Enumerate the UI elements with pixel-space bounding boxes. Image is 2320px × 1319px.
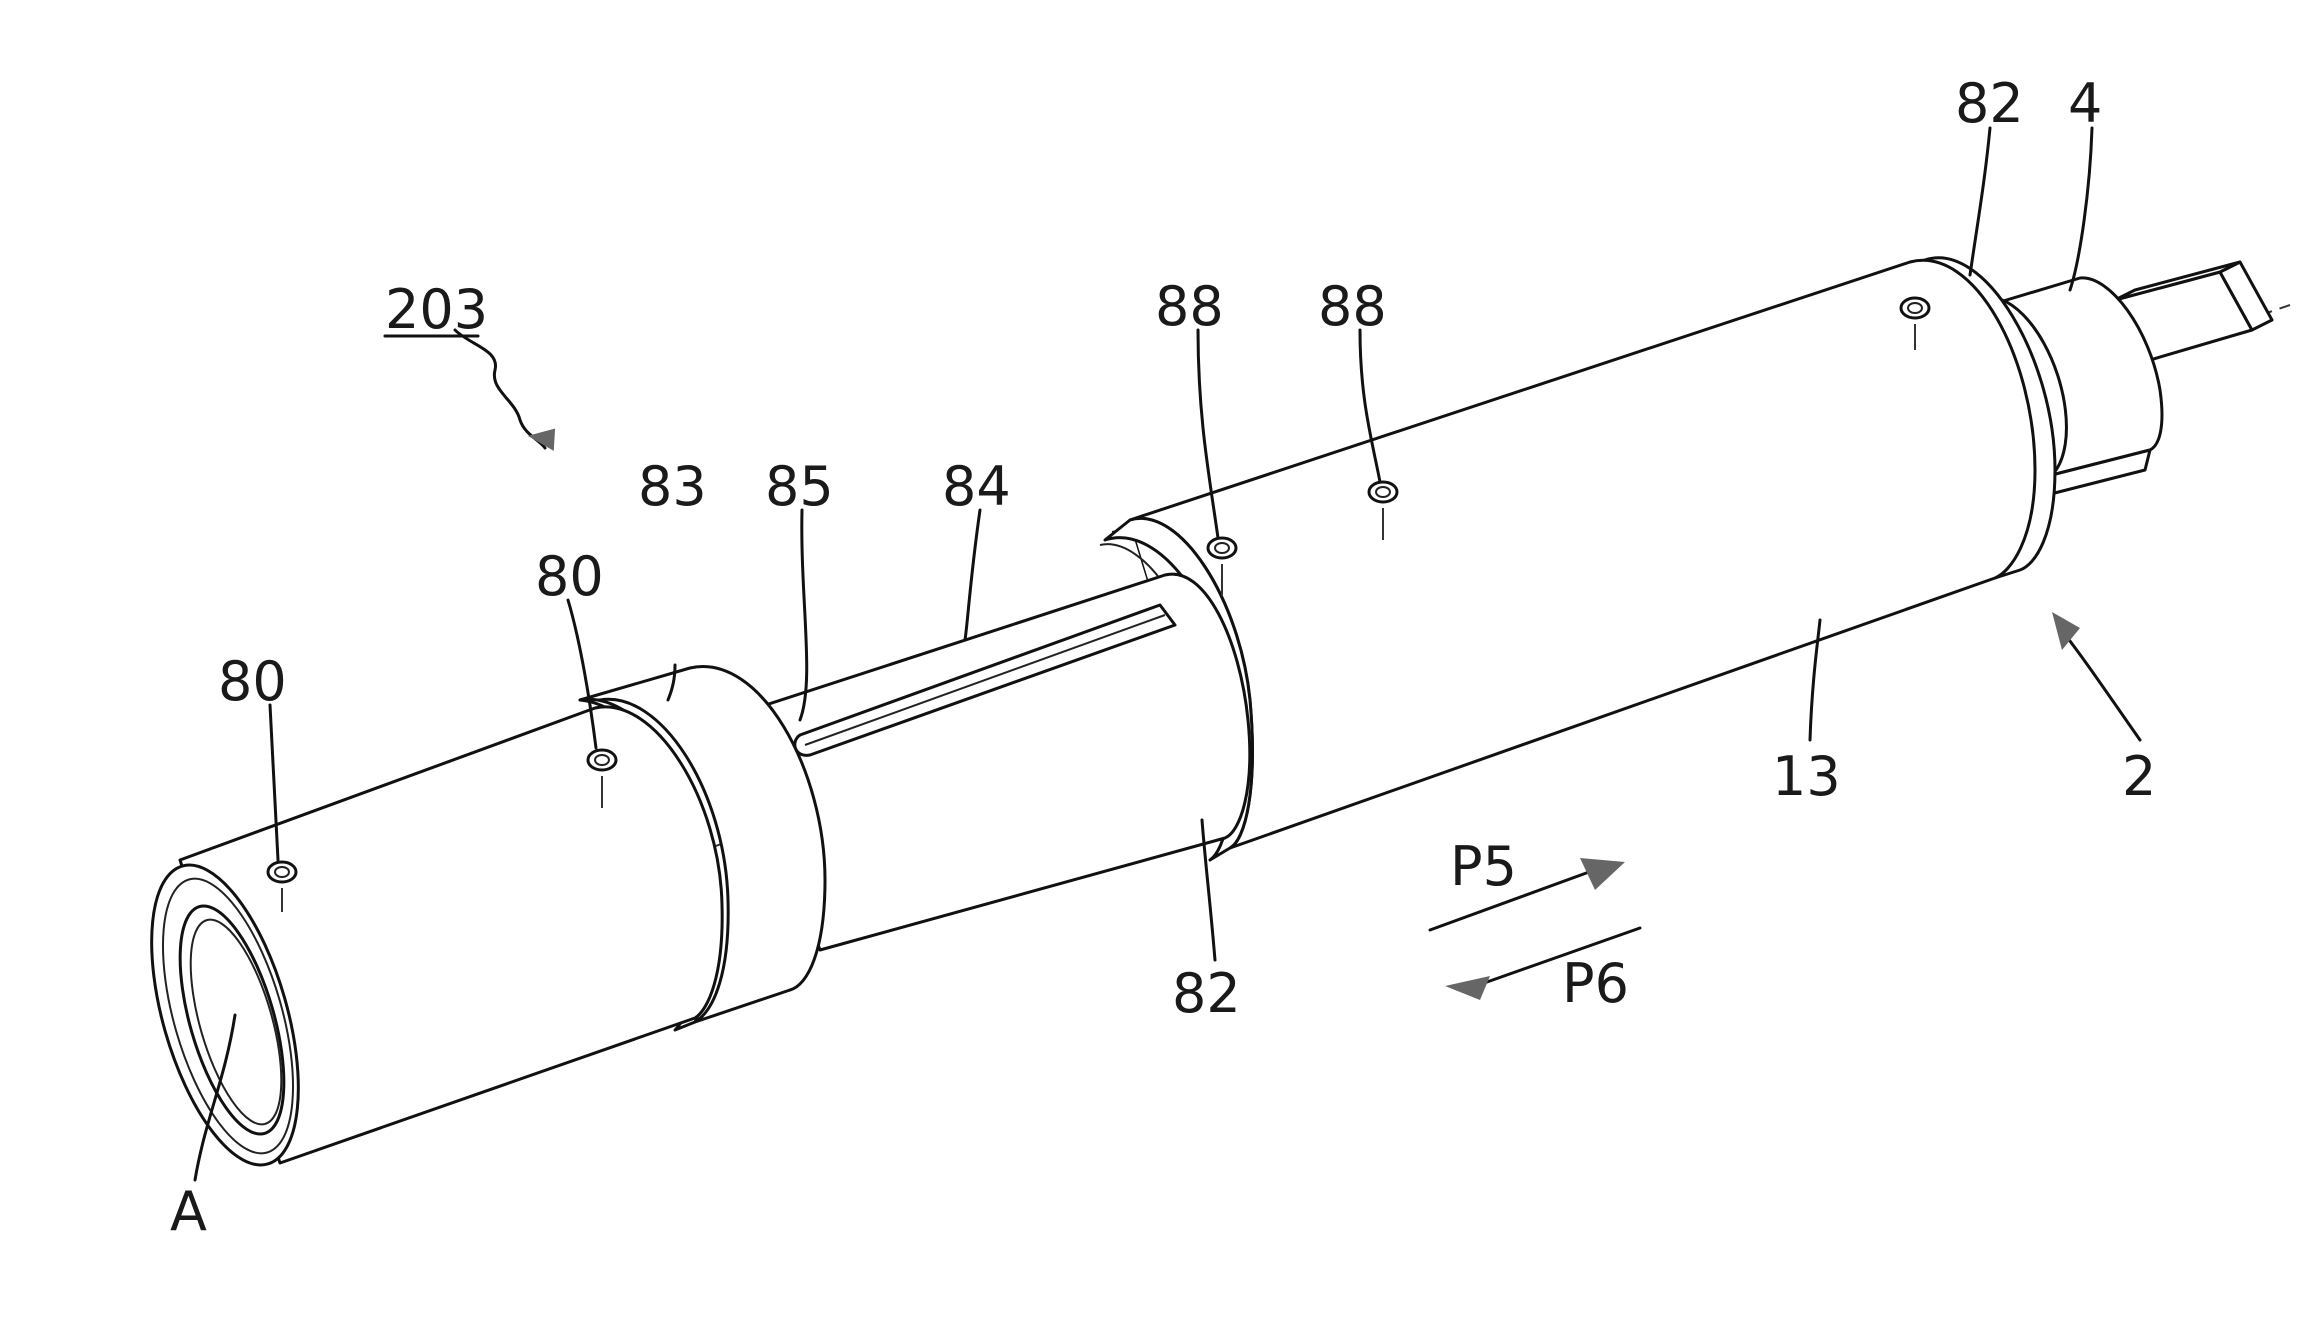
hole-82-top: [1901, 298, 1929, 318]
label-P5: P5: [1450, 835, 1517, 898]
label-85: 85: [765, 455, 834, 518]
label-84: 84: [942, 455, 1011, 518]
label-88-left: 88: [1155, 275, 1224, 338]
label-83: 83: [638, 455, 707, 518]
label-88-right: 88: [1318, 275, 1387, 338]
hole-80-mid: [588, 750, 616, 770]
label-A: A: [170, 1180, 207, 1243]
label-P6: P6: [1562, 952, 1629, 1015]
label-13: 13: [1772, 745, 1841, 808]
label-203: 203: [385, 278, 488, 341]
label-2: 2: [2122, 745, 2156, 808]
hole-88-left: [1208, 538, 1236, 558]
label-82-top: 82: [1955, 72, 2024, 135]
label-4: 4: [2068, 72, 2102, 135]
hole-80-left: [268, 862, 296, 882]
hole-88-right: [1369, 482, 1397, 502]
label-82-bottom: 82: [1172, 962, 1241, 1025]
label-80-left: 80: [218, 650, 287, 713]
label-80-mid: 80: [535, 545, 604, 608]
